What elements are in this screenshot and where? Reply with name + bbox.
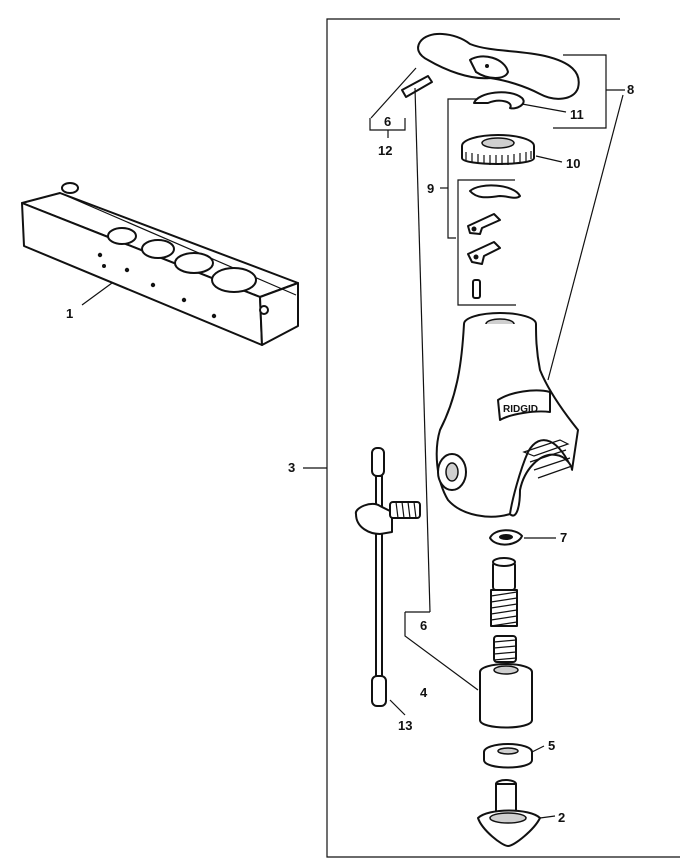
pawl-part-9a [467,213,501,235]
callout-6-top: 6 [384,114,391,129]
snap-ring-part-11 [473,91,525,110]
bracket-4 [404,612,479,691]
callout-4: 4 [420,685,428,700]
callout-1: 1 [66,306,73,321]
leader-1 [81,282,113,306]
handle-part-8 [417,33,580,100]
leader-8-to-cone [547,94,624,381]
flaring-cone-part-2 [477,779,541,847]
callout-13: 13 [398,718,412,733]
cone-body: RIDGID [435,312,579,518]
leader-5 [531,745,545,753]
leader-11 [521,103,567,113]
knurled-nut-part-10 [461,134,535,165]
rod-line-6 [414,87,431,613]
callout-2: 2 [558,810,565,825]
callout-6-mid: 6 [420,618,427,633]
leader-13 [389,699,406,716]
leader-10 [535,155,563,163]
ridgid-logo: RIDGID [503,404,538,415]
roll-pin-part-6-top [401,75,433,98]
clip-part-9 [469,184,521,199]
bearing-part-5 [483,743,533,769]
ring-part-7 [489,529,523,546]
yoke-part-4 [479,635,533,729]
leader-6-top [370,67,417,119]
callout-11: 11 [570,107,584,122]
pin-part-9 [472,279,481,299]
bracket-9-outer [447,98,478,239]
callout-12: 12 [378,143,392,158]
callout-9: 9 [427,181,434,196]
bracket-8 [553,54,607,129]
callout-10: 10 [566,156,580,171]
feed-screw [490,557,518,627]
flaring-bar-part-1 [21,182,299,346]
bracket-9-inner [457,179,516,306]
t-handle-part-13 [354,447,421,707]
leader-2 [539,815,556,819]
callout-8: 8 [627,82,634,97]
assembly-3-frame [326,18,680,858]
callout-7: 7 [560,530,567,545]
callout-3: 3 [288,460,295,475]
callout-5: 5 [548,738,555,753]
pawl-part-9b [467,241,501,265]
